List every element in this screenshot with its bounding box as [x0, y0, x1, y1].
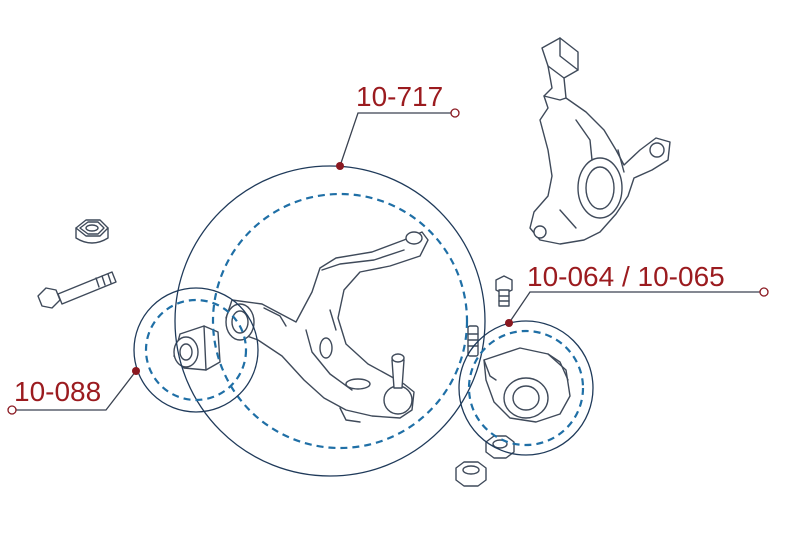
- label-lower-arm: 10-717: [356, 81, 443, 112]
- front-bushing-ring: [133, 287, 259, 413]
- lower-nut-2: [455, 461, 487, 487]
- lower-arm-dashed-ring: [211, 192, 469, 450]
- front-bushing-dashed-ring: [144, 298, 248, 402]
- leader-front-bushing: [7, 367, 140, 415]
- lower-control-arm: [225, 231, 429, 423]
- lower-arm-ring: [174, 165, 486, 477]
- label-rear-bushing: 10-064 / 10-065: [527, 261, 725, 292]
- flange-nut: [75, 219, 109, 244]
- mounting-bolt: [37, 271, 117, 309]
- small-bolt: [495, 275, 513, 307]
- label-front-bushing: 10-088: [14, 376, 101, 407]
- rear-bushing: [483, 347, 571, 423]
- leader-rear-bushing: [505, 287, 769, 327]
- rear-bushing-dashed-ring: [467, 329, 585, 447]
- leader-lower-arm: [336, 108, 460, 170]
- rear-bushing-ring: [458, 320, 594, 456]
- steering-knuckle: [529, 37, 671, 245]
- stud-bolt: [467, 325, 479, 357]
- lower-nut-1: [485, 435, 515, 459]
